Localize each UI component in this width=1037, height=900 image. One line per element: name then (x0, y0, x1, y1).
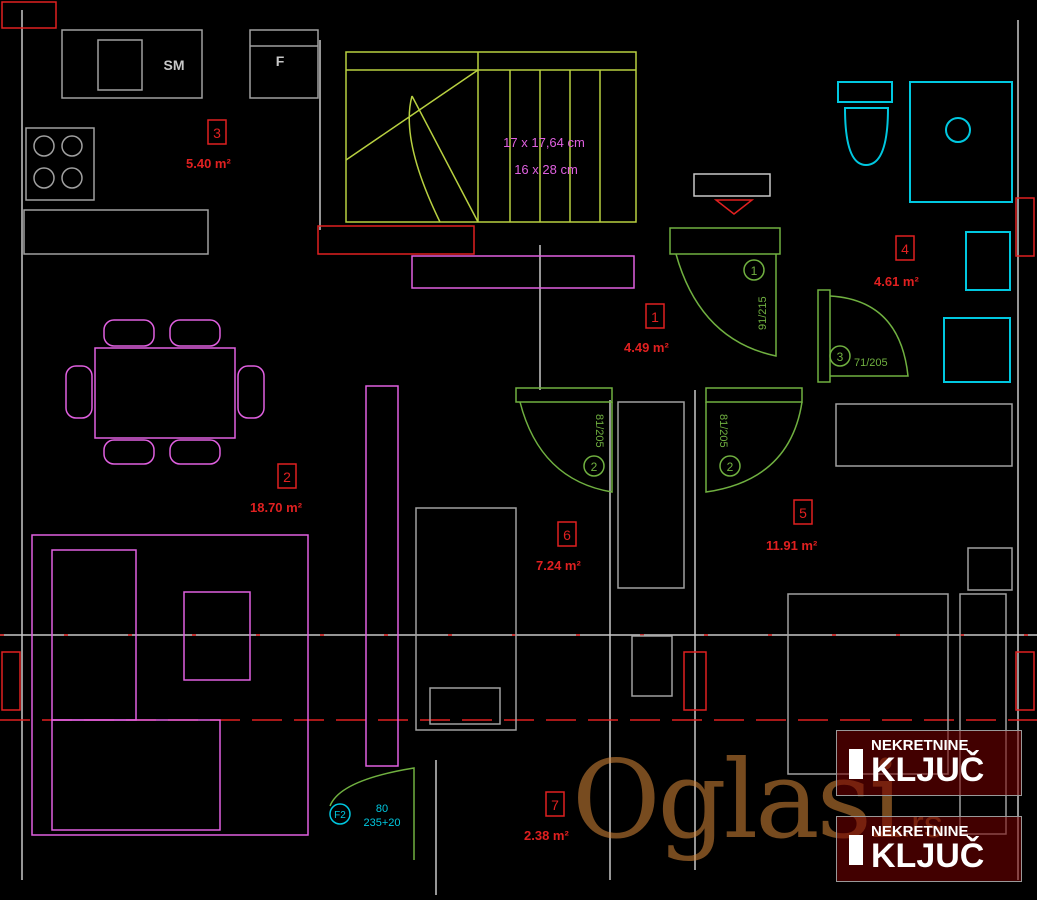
room-2-area: 18.70 m² (250, 500, 303, 515)
door-2b-mark: 2 (727, 460, 734, 474)
door-3-size: 71/205 (854, 357, 888, 369)
agency-logo-2-line1: NEKRETNINE (871, 823, 969, 840)
agency-logo-line2: KLJUČ (871, 751, 985, 789)
agency-logo-2-line2: KLJUČ (871, 837, 985, 875)
agency-logo: NEKRETNINE KLJUČ (836, 730, 1022, 796)
doors (329, 227, 909, 860)
walls (0, 10, 1037, 895)
window-f2-height: 235+20 (363, 817, 400, 829)
sofa (31, 255, 635, 836)
room-5-area: 11.91 m² (766, 538, 818, 553)
door-2a-size: 81/205 (593, 414, 605, 448)
room-6-area: 7.24 m² (536, 558, 581, 573)
washer-label: SM (164, 57, 185, 73)
kitchen-counter (23, 29, 319, 255)
fridge-label: F (276, 53, 285, 69)
room-5-number: 5 (799, 505, 807, 521)
stairs-dimension-1: 17 x 17,64 cm (503, 135, 585, 150)
window-f2-size: 80 (376, 803, 388, 815)
door-1-mark: 1 (751, 264, 758, 278)
door-3-mark: 3 (837, 350, 844, 364)
room-3-number: 3 (213, 125, 221, 141)
room-6-number: 6 (563, 527, 571, 543)
wall-markers (1, 1, 1035, 711)
room-4-area: 4.61 m² (874, 274, 919, 289)
window-f2-mark: F2 (334, 810, 346, 821)
room-2-number: 2 (283, 469, 291, 485)
staircase (345, 51, 637, 223)
dining-set (65, 319, 265, 465)
room-4-number: 4 (901, 241, 909, 257)
room-1-area: 4.49 m² (624, 340, 669, 355)
agency-logo-line1: NEKRETNINE (871, 737, 969, 754)
key-icon (849, 749, 863, 779)
room-3-area: 5.40 m² (186, 156, 231, 171)
door-1-size: 91/215 (757, 296, 769, 330)
door-2a-mark: 2 (591, 460, 598, 474)
bathroom-fixtures (837, 81, 1013, 383)
room-7-number: 7 (551, 797, 559, 813)
door-2b-size: 81/205 (717, 414, 729, 448)
room-7-area: 2.38 m² (524, 828, 569, 843)
room-1-number: 1 (651, 309, 659, 325)
key-icon (849, 835, 863, 865)
agency-logo-2: NEKRETNINE KLJUČ (836, 816, 1022, 882)
stairs-dimension-2: 16 x 28 cm (514, 162, 578, 177)
